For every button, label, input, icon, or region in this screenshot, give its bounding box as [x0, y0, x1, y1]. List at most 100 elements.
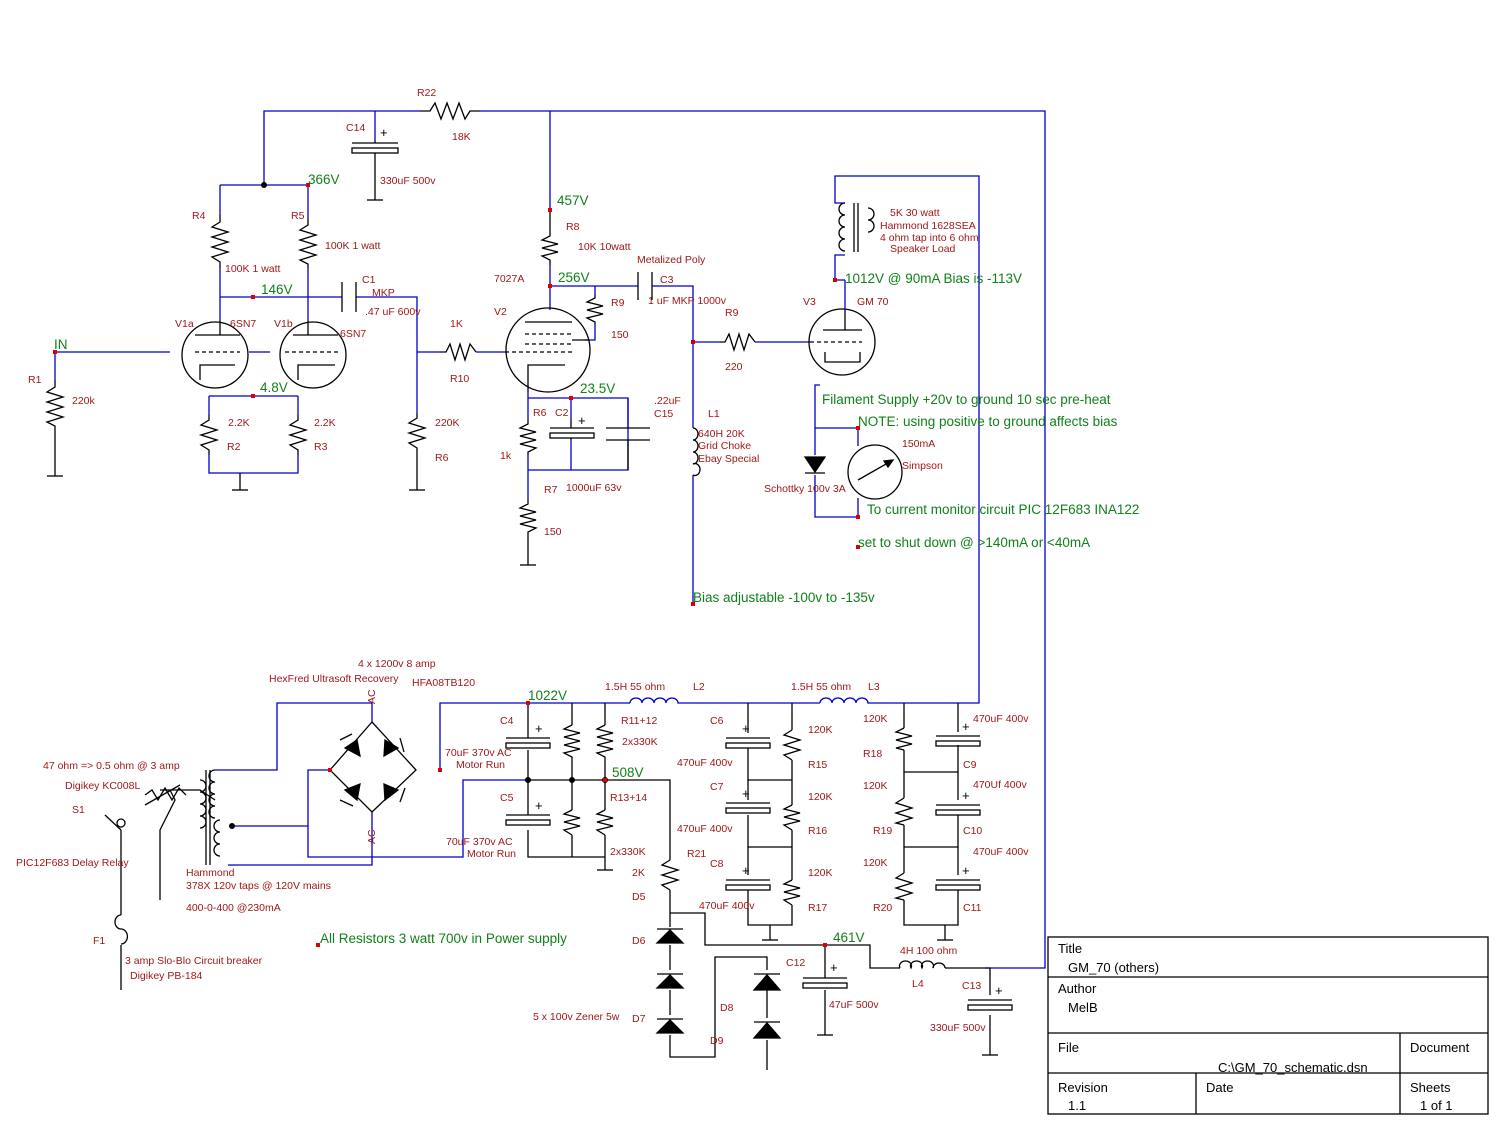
component-label-r8: R8: [566, 221, 580, 233]
component-label-tgm70: GM 70: [857, 296, 889, 308]
component-label-r3: R3: [314, 441, 328, 453]
component-label-fuse2: Digikey PB-184: [130, 970, 203, 982]
component-label-r2v: 2.2K: [228, 417, 250, 429]
component-label-v2: V2: [494, 306, 507, 318]
component-label-r17v: 120K: [808, 867, 833, 879]
component-label-r19v: 120K: [863, 780, 888, 792]
component-label-l2v: 1.5H 55 ohm: [605, 681, 665, 693]
component-label-bridge1: 4 x 1200v 8 amp: [358, 658, 436, 670]
label-4-8v: 4.8V: [260, 380, 288, 395]
date-label: Date: [1206, 1080, 1233, 1095]
revision-value: 1.1: [1068, 1098, 1086, 1113]
component-label-v1a: V1a: [175, 318, 194, 330]
label-23-5v: 23.5V: [580, 381, 615, 396]
component-label-c4v1: 70uF 370v AC: [445, 747, 512, 759]
label-457v: 457V: [557, 193, 589, 208]
component-label-xfmr1: Hammond: [186, 867, 235, 879]
note-positive: NOTE: using positive to ground affects b…: [858, 414, 1118, 429]
component-label-r4: R4: [192, 210, 206, 222]
component-label-c7: C7: [710, 781, 724, 793]
component-label-ac2: AC: [366, 829, 378, 844]
component-label-c8: C8: [710, 858, 724, 870]
component-label-c1v: .47 uF 600v: [365, 306, 421, 318]
title-value: GM_70 (others): [1068, 960, 1159, 975]
component-label-c1: C1: [362, 274, 376, 286]
capacitors: + + + + + + + + + +: [341, 125, 1013, 1011]
component-label-c5: C5: [500, 792, 514, 804]
component-label-c9v: 470uF 400v: [973, 713, 1029, 725]
component-label-l2: L2: [693, 681, 705, 693]
component-label-l3: L3: [868, 681, 880, 693]
label-366v: 366V: [308, 172, 340, 187]
component-label-l4: L4: [912, 978, 924, 990]
component-label-c5v1: 70uF 370v AC: [446, 836, 513, 848]
component-label-d5: D5: [632, 891, 646, 903]
component-label-zener: 5 x 100v Zener 5w: [533, 1011, 620, 1023]
component-label-c2: C2: [555, 407, 569, 419]
component-label-ac1: AC: [366, 689, 378, 704]
component-label-r10: R10: [450, 373, 469, 385]
component-label-r18v: 120K: [863, 713, 888, 725]
component-label-c4v2: Motor Run: [456, 759, 505, 771]
component-label-r9b: R9: [725, 307, 739, 319]
component-label-c1a: MKP: [372, 287, 395, 299]
component-label-r6bv: 220K: [435, 417, 460, 429]
component-label-c13: C13: [962, 980, 981, 992]
component-label-r5: R5: [291, 210, 305, 222]
component-label-c10v: 470Uf 400v: [973, 779, 1027, 791]
file-label: File: [1058, 1040, 1079, 1055]
component-label-r3v: 2.2K: [314, 417, 336, 429]
svg-text:+: +: [535, 721, 543, 736]
component-label-r21: R21: [687, 848, 706, 860]
component-label-d6: D6: [632, 935, 646, 947]
svg-text:+: +: [962, 719, 970, 734]
label-in: IN: [54, 337, 68, 352]
component-label-l4v: 4H 100 ohm: [900, 945, 957, 957]
component-label-c12: C12: [786, 957, 805, 969]
component-label-r21v: 2K: [632, 867, 645, 879]
component-label-therm2: Digikey KC008L: [65, 780, 140, 792]
component-label-s1: S1: [72, 804, 85, 816]
component-label-r9bv: 220: [725, 361, 743, 373]
component-label-r4v: 100K 1 watt: [225, 263, 281, 275]
component-label-c4: C4: [500, 715, 514, 727]
label-461v: 461V: [833, 930, 865, 945]
component-label-r1v: 220k: [72, 395, 96, 407]
component-label-fuse1: 3 amp Slo-Blo Circuit breaker: [125, 955, 263, 967]
component-label-xfmr2: 378X 120v taps @ 120V mains: [186, 880, 331, 892]
component-label-l1a: 640H 20K: [698, 428, 745, 440]
component-label-ot3: 4 ohm tap into 6 ohm: [880, 232, 979, 244]
label-256v: 256V: [558, 270, 590, 285]
component-label-c15v: .22uF: [654, 395, 681, 407]
component-label-c14v: 330uF 500v: [380, 175, 436, 187]
svg-text:+: +: [830, 960, 838, 975]
ground-wires: [47, 160, 998, 1070]
svg-text:+: +: [995, 983, 1003, 998]
component-label-c13v: 330uF 500v: [930, 1022, 986, 1034]
wires: [54, 110, 1046, 969]
component-label-c11: C11: [963, 902, 982, 914]
component-label-c3v: 1 uF MKP 1000v: [648, 295, 727, 307]
component-label-bridge2: HexFred Ultrasoft Recovery: [269, 673, 399, 685]
component-label-f1: F1: [93, 935, 105, 947]
component-label-d9: D9: [710, 1035, 724, 1047]
sheets-label: Sheets: [1410, 1080, 1451, 1095]
component-label-r18: R18: [863, 748, 882, 760]
component-label-schottky: Schottky 100v 3A: [764, 483, 846, 495]
author-label: Author: [1058, 981, 1097, 996]
component-label-r6: R6: [533, 407, 547, 419]
component-label-bridge3: HFA08TB120: [412, 677, 475, 689]
component-label-r1: R1: [28, 374, 42, 386]
svg-text:+: +: [742, 786, 750, 801]
component-label-c11v: 470uF 400v: [973, 846, 1029, 858]
component-label-l1b: Grid Choke: [698, 440, 751, 452]
pin-markers: [53, 183, 860, 947]
component-label-r16: R16: [808, 825, 827, 837]
note-resistors: All Resistors 3 watt 700v in Power suppl…: [320, 931, 567, 946]
component-label-c5v2: Motor Run: [467, 848, 516, 860]
label-1012v: 1012V @ 90mA Bias is -113V: [845, 271, 1022, 286]
label-1022v: 1022V: [528, 688, 567, 703]
note-bias-adjust: Bias adjustable -100v to -135v: [693, 590, 875, 605]
component-label-r17: R17: [808, 902, 827, 914]
